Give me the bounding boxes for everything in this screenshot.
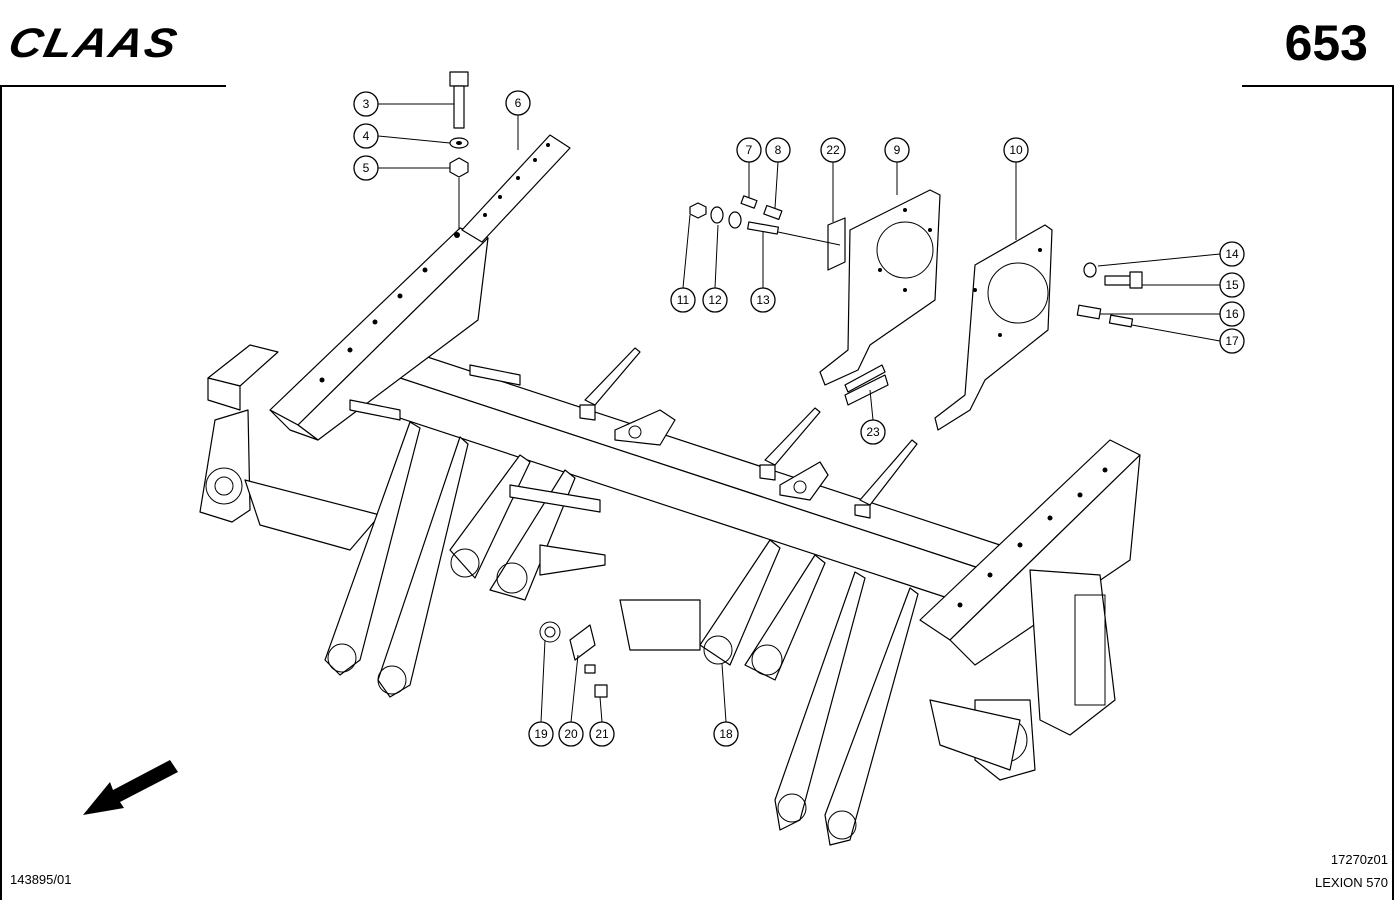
svg-text:21: 21 [595,727,609,741]
callout-3: 3 [353,91,379,117]
svg-text:10: 10 [1009,143,1023,157]
svg-text:6: 6 [515,96,522,110]
hardware-left-plate [689,195,841,246]
swing-arms-right [619,539,919,846]
callout-20: 20 [558,721,584,747]
svg-text:19: 19 [534,727,548,741]
svg-text:20: 20 [564,727,578,741]
callout-9: 9 [884,137,910,163]
drawing-id: 17270z01 [1330,852,1388,867]
model-name: LEXION 570 [1315,875,1388,890]
left-side-member [199,227,489,551]
callout-22: 22 [820,137,846,163]
direction-arrow-icon [83,760,178,815]
callout-5: 5 [353,155,379,181]
callout-14: 14 [1219,241,1245,267]
svg-text:8: 8 [775,143,782,157]
document-id: 143895/01 [10,872,72,887]
hardware-right-plate [1076,262,1143,328]
frame-right [1392,85,1394,900]
callout-4: 4 [353,123,379,149]
callout-8: 8 [765,137,791,163]
clamp-assembly [539,621,608,698]
header-rule-left [0,85,226,87]
svg-text:13: 13 [756,293,770,307]
callout-7: 7 [736,137,762,163]
swing-arms-left [324,421,606,698]
callout-21: 21 [589,721,615,747]
bolt-stack [449,71,469,230]
callout-16: 16 [1219,301,1245,327]
callout-10: 10 [1003,137,1029,163]
callout-19: 19 [528,721,554,747]
small-plates [827,217,889,406]
svg-text:7: 7 [746,143,753,157]
callout-15: 15 [1219,272,1245,298]
callout-17: 17 [1219,328,1245,354]
part-6-strip [461,134,571,243]
header-rule-right [1242,85,1394,87]
callout-6: 6 [505,90,531,116]
callout-13: 13 [750,287,776,313]
svg-text:9: 9 [894,143,901,157]
svg-text:23: 23 [866,425,880,439]
page-number: 653 [1284,15,1368,71]
svg-text:14: 14 [1225,247,1239,261]
svg-text:16: 16 [1225,307,1239,321]
svg-text:15: 15 [1225,278,1239,292]
callout-12: 12 [702,287,728,313]
frame-left [0,85,2,900]
callout-11: 11 [670,287,696,313]
svg-text:18: 18 [719,727,733,741]
part-9-plate [819,189,941,386]
svg-text:17: 17 [1225,334,1239,348]
right-side-member [919,439,1141,781]
svg-text:3: 3 [363,97,370,111]
part-10-plate [934,224,1053,431]
svg-text:5: 5 [363,161,370,175]
beam-brackets [349,347,918,519]
callout-18: 18 [713,721,739,747]
svg-text:12: 12 [708,293,722,307]
svg-text:11: 11 [677,293,690,307]
svg-text:22: 22 [826,143,840,157]
svg-text:4: 4 [363,129,370,143]
callout-23: 23 [860,419,886,445]
leader-lines [377,103,1221,723]
